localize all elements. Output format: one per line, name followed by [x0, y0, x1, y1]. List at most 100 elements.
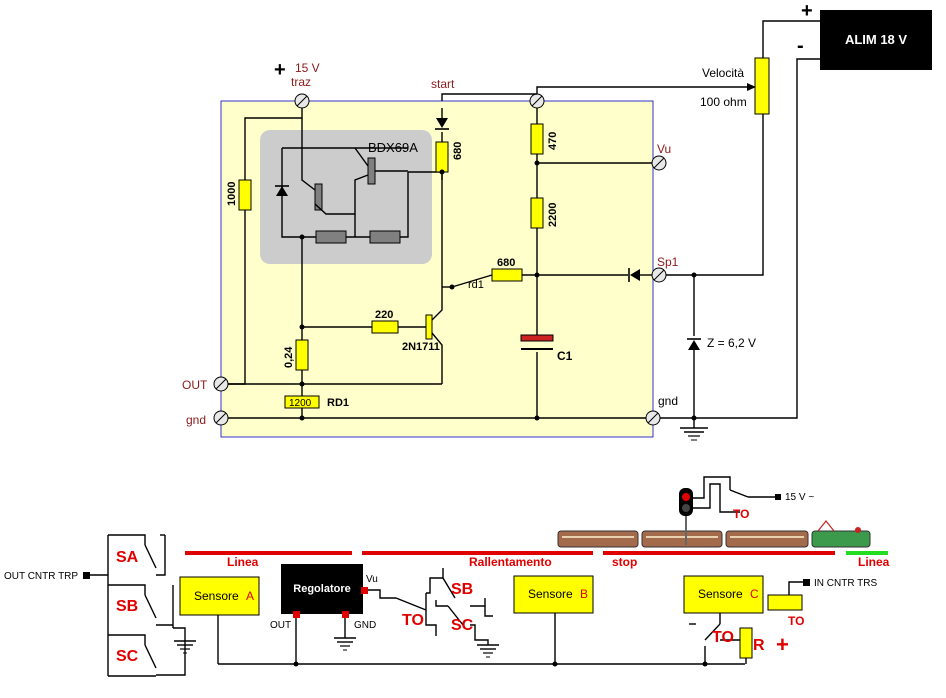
out-label: OUT: [182, 378, 208, 392]
switch-sb-2[interactable]: [442, 577, 456, 599]
traz-plus-sign: +: [274, 59, 286, 81]
sensor-a-box: [179, 576, 260, 616]
sc2-label: SC: [451, 617, 474, 634]
out-cntr-label: OUT CNTR TRP: [4, 571, 78, 582]
resistor-220: [371, 320, 399, 334]
r220-label: 220: [375, 309, 393, 321]
ground-symbol-top: [680, 427, 708, 441]
rd1-contact-label: rd1: [468, 279, 484, 291]
sensor-a-label: Sensore: [194, 589, 239, 603]
regulator-gnd-label: GND: [354, 620, 376, 631]
switch-to-relay[interactable]: [395, 597, 427, 611]
r-label: R: [753, 637, 765, 654]
track-stop-label: stop: [612, 555, 637, 569]
darlington-bdx69a: [301, 147, 408, 237]
darlington-resistor-2: [369, 230, 401, 244]
r024-label: 0,24: [283, 346, 295, 368]
power-supply-box: [820, 10, 932, 70]
in-cntr-label: IN CNTR TRS: [814, 578, 877, 589]
r2200-label: 2200: [547, 203, 559, 227]
switch-sa[interactable]: [144, 544, 157, 569]
r1200-label: 1200: [289, 398, 312, 409]
sb2-label: SB: [451, 581, 473, 598]
sensor-b-box: [513, 575, 594, 614]
track-linea-right-label: Linea: [858, 555, 890, 569]
gnd-right-label: gnd: [658, 394, 678, 408]
sensor-c-letter: C: [750, 587, 759, 601]
wire-transistor-collector: [408, 171, 443, 321]
to-switch-label: TO: [402, 612, 424, 629]
sp1-label: Sp1: [657, 255, 679, 269]
gnd-left-label: gnd: [186, 413, 206, 427]
speed-potentiometer: [754, 57, 770, 115]
wire-start-link: [441, 93, 537, 101]
regulator-box: [281, 564, 363, 614]
railway-signal: [679, 476, 781, 545]
pot-value: 100 ohm: [700, 95, 747, 109]
power-supply-label: ALIM 18 V: [845, 32, 907, 47]
terminal-sp1: [651, 267, 667, 283]
to-sensor-c-label: TO: [712, 629, 734, 646]
relay-coil-to: [767, 594, 803, 611]
resistor-r: [739, 627, 753, 659]
track-linea-left-label: Linea: [227, 555, 259, 569]
train: [557, 520, 871, 548]
plus-red-label: +: [776, 632, 789, 657]
capacitor-c1: [520, 334, 554, 350]
ground-symbol-left: [174, 640, 196, 654]
coil-to-label: TO: [788, 614, 804, 628]
sensor-a-letter: A: [246, 589, 254, 603]
rd1-label: RD1: [327, 397, 349, 409]
regulator-label: Regolatore: [293, 583, 350, 595]
traz-label: traz: [291, 75, 311, 89]
supply-minus-sign: -: [797, 35, 804, 57]
sensor-b-label: Sensore: [528, 587, 573, 601]
sc-label: SC: [116, 648, 139, 665]
sensor-c-label: Sensore: [698, 587, 743, 601]
sb-label: SB: [116, 598, 138, 615]
pot-label: Velocità: [702, 66, 744, 80]
r680-vert-label: 680: [452, 142, 464, 160]
darlington-label: BDX69A: [368, 140, 418, 155]
wire-rd1-contact: [451, 274, 493, 288]
sensor-c-box: [683, 575, 764, 614]
transistor-2n1711: [425, 314, 433, 340]
start-label: start: [431, 77, 455, 91]
switch-sc-2[interactable]: [447, 605, 464, 626]
resistor-470: [530, 123, 544, 155]
traz-voltage-label: 15 V: [295, 61, 320, 75]
supply-plus-wire: [652, 20, 820, 276]
supply-minus-wire: [652, 58, 820, 419]
r680-horiz-label: 680: [497, 257, 515, 269]
vu-label: Vu: [657, 142, 671, 156]
sensor-b-letter: B: [580, 587, 588, 601]
resistor-680-horizontal: [491, 268, 523, 282]
terminal-start: [529, 93, 545, 109]
regulator-out-label: OUT: [270, 620, 291, 631]
resistor-024-shunt: [295, 339, 309, 371]
terminal-out: [213, 376, 229, 392]
ac-15v-label: 15 V ~: [785, 492, 814, 503]
capacitor-label: C1: [557, 349, 573, 363]
supply-plus-sign: +: [801, 0, 813, 22]
diode-sp1: [628, 268, 640, 282]
resistor-1200: [284, 395, 320, 409]
ground-symbol-middle: [477, 644, 499, 658]
wire-traz-r1000: [244, 108, 303, 180]
track-rallentamento-label: Rallentamento: [469, 555, 552, 569]
diode-protection: [275, 185, 289, 196]
wire-transistor-emitter: [431, 332, 443, 384]
zener-label: Z = 6,2 V: [707, 336, 756, 350]
switch-sc[interactable]: [144, 644, 157, 669]
transistor-label: 2N1711: [402, 341, 440, 353]
switch-to-sensor-c[interactable]: [704, 623, 721, 641]
zener-diode: [687, 338, 701, 350]
darlington-resistor-1: [315, 230, 347, 244]
r1000-label: 1000: [226, 182, 238, 206]
sa-label: SA: [116, 549, 139, 566]
resistor-2200: [530, 197, 544, 229]
terminal-gnd-right: [645, 410, 661, 426]
switch-sb[interactable]: [144, 594, 157, 619]
resistor-1000: [238, 179, 252, 211]
